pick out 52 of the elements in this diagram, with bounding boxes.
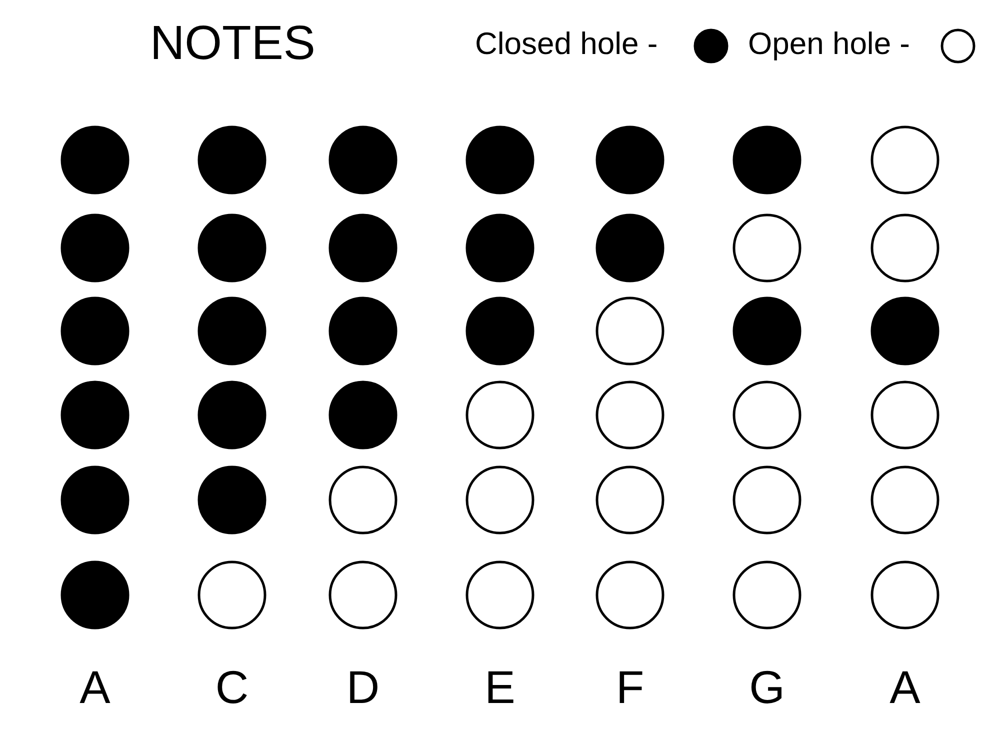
closed-hole xyxy=(60,125,130,195)
note-label: D xyxy=(346,664,380,710)
closed-hole xyxy=(595,125,665,195)
note-label: A xyxy=(890,664,920,710)
note-label: C xyxy=(215,664,249,710)
note-label: E xyxy=(484,664,516,710)
closed-hole xyxy=(328,125,398,195)
closed-hole xyxy=(60,296,130,366)
open-hole xyxy=(595,380,665,450)
open-hole xyxy=(197,560,267,630)
closed-hole xyxy=(197,380,267,450)
closed-hole xyxy=(60,560,130,630)
open-hole xyxy=(595,560,665,630)
closed-hole xyxy=(328,213,398,283)
open-hole xyxy=(870,125,940,195)
closed-hole xyxy=(60,380,130,450)
open-hole xyxy=(870,465,940,535)
open-hole xyxy=(732,560,802,630)
open-hole xyxy=(732,213,802,283)
title: NOTES xyxy=(150,20,316,68)
closed-hole xyxy=(595,213,665,283)
closed-hole xyxy=(870,296,940,366)
closed-hole xyxy=(197,465,267,535)
open-hole xyxy=(870,213,940,283)
open-hole xyxy=(595,296,665,366)
open-hole xyxy=(465,560,535,630)
note-label: G xyxy=(749,664,785,710)
legend-text: Closed hole - xyxy=(475,28,658,59)
closed-hole xyxy=(197,213,267,283)
closed-hole xyxy=(465,296,535,366)
open-hole xyxy=(870,560,940,630)
closed-hole xyxy=(197,296,267,366)
closed-hole xyxy=(60,465,130,535)
open-hole xyxy=(732,380,802,450)
open-hole xyxy=(328,465,398,535)
closed-hole xyxy=(60,213,130,283)
open-hole xyxy=(595,465,665,535)
closed-hole xyxy=(732,125,802,195)
closed-hole xyxy=(465,125,535,195)
open-hole xyxy=(328,560,398,630)
note-label: F xyxy=(616,664,644,710)
closed-hole xyxy=(197,125,267,195)
open-hole xyxy=(732,465,802,535)
open-hole xyxy=(465,380,535,450)
closed-hole xyxy=(732,296,802,366)
open-hole xyxy=(870,380,940,450)
note-label: A xyxy=(80,664,110,710)
open-hole xyxy=(465,465,535,535)
closed-hole xyxy=(328,296,398,366)
closed-hole xyxy=(465,213,535,283)
closed-hole xyxy=(328,380,398,450)
legend-text: Open hole - xyxy=(748,28,910,59)
